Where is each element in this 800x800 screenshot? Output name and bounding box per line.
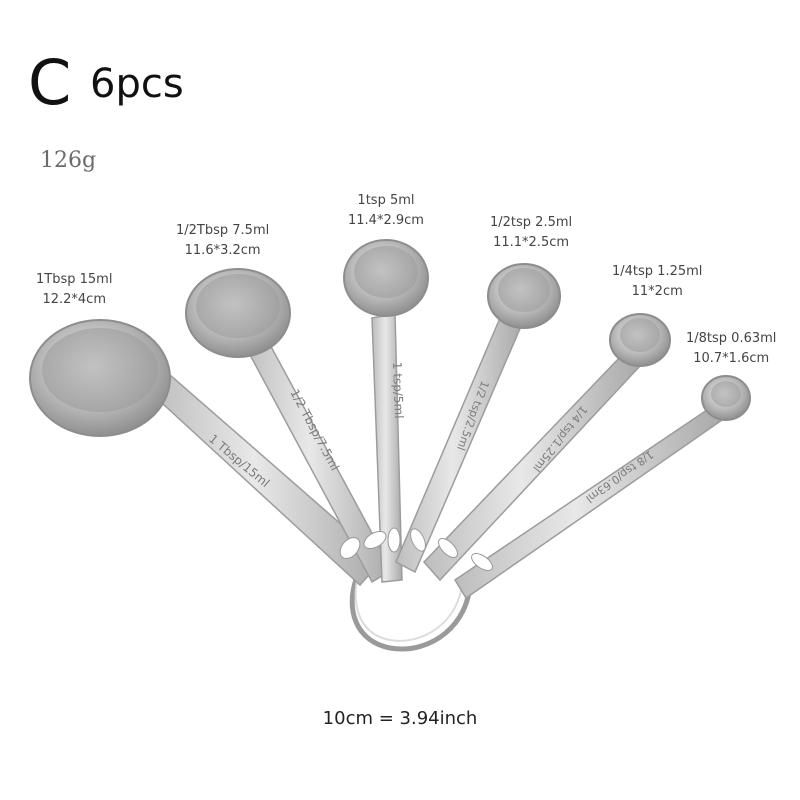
spoon-capacity: 1/8tsp 0.63ml	[686, 331, 777, 346]
spoon-size: 11.1*2.5cm	[493, 235, 570, 250]
spoon-size: 11.4*2.9cm	[348, 213, 424, 228]
spoon-size: 11.6*3.2cm	[184, 243, 261, 258]
piece-count: 6pcs	[90, 61, 184, 107]
spoon-capacity: 1/2tsp 2.5ml	[490, 215, 573, 230]
spoon-capacity: 1/4tsp 1.25ml	[612, 264, 703, 279]
spoon-label-eighth-tsp: 1/8tsp 0.63ml 10.7*1.6cm	[686, 329, 776, 369]
spoon-size: 10.7*1.6cm	[693, 351, 770, 366]
scale-note: 10cm = 3.94inch	[322, 708, 478, 729]
spoon-capacity: 1Tbsp 15ml	[36, 272, 113, 287]
spoon-label-quarter-tsp: 1/4tsp 1.25ml 11*2cm	[612, 262, 702, 302]
spoon-half-tbsp: 1/2 Tbsp/7.5ml	[185, 268, 394, 584]
spoon-label-1tbsp: 1Tbsp 15ml 12.2*4cm	[36, 270, 112, 310]
spoon-engraving: 1/4 tsp/1.25ml	[530, 403, 590, 474]
spoon-label-half-tbsp: 1/2Tbsp 7.5ml 11.6*3.2cm	[176, 221, 269, 261]
key-ring	[349, 568, 473, 652]
variant-letter: C	[28, 46, 72, 119]
spoon-capacity: 1/2Tbsp 7.5ml	[176, 223, 270, 238]
spoon-engraving: 1 tsp/5ml	[390, 362, 406, 419]
handle-holes	[339, 527, 493, 571]
spoon-1tsp: 1 tsp/5ml	[343, 239, 429, 583]
spoon-label-1tsp: 1tsp 5ml 11.4*2.9cm	[348, 191, 424, 231]
spoon-label-half-tsp: 1/2tsp 2.5ml 11.1*2.5cm	[490, 213, 572, 253]
set-weight: 126g	[40, 148, 97, 173]
spoon-engraving: 1/8 tsp/0.63ml	[583, 448, 656, 506]
spoon-size: 11*2cm	[631, 284, 683, 299]
spoon-size: 12.2*4cm	[42, 292, 106, 307]
spoon-capacity: 1tsp 5ml	[357, 193, 415, 208]
